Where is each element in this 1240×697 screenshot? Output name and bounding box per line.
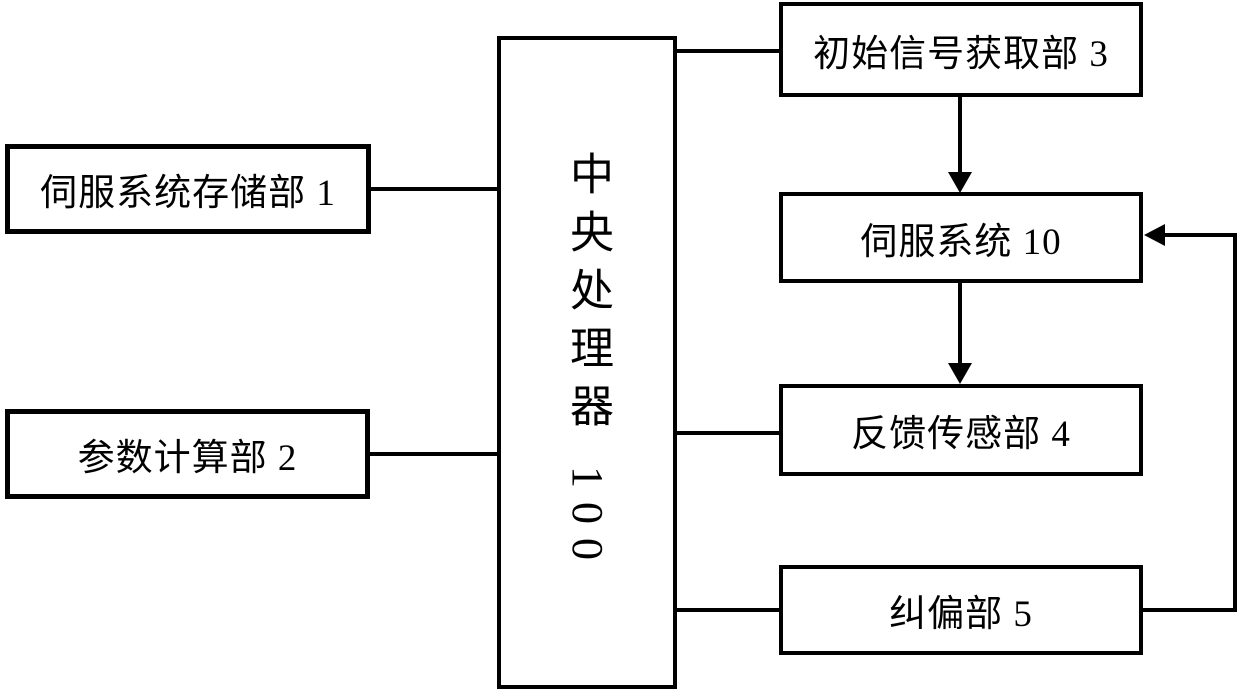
edge-cpu-to-initial	[677, 49, 779, 53]
edge-servo-to-feedbacksensor-shaft	[958, 283, 962, 364]
node-cpu: 中央处理器 100	[497, 36, 677, 689]
node-servo-storage: 伺服系统存储部 1	[5, 144, 371, 234]
node-initial-signal: 初始信号获取部 3	[779, 2, 1143, 97]
edge-initial-to-servo-shaft	[958, 97, 962, 174]
edge-param-to-cpu	[370, 452, 497, 456]
node-param-calc: 参数计算部 2	[5, 409, 370, 499]
node-servo-system: 伺服系统 10	[779, 192, 1143, 283]
edge-feedbacksensor-to-cpu	[677, 431, 779, 435]
edge-deviation-to-cpu	[677, 608, 779, 612]
arrowhead-left-icon	[1144, 224, 1165, 246]
arrowhead-down-icon	[948, 363, 972, 384]
node-deviation-corrector: 纠偏部 5	[779, 565, 1143, 655]
edge-storage-to-cpu	[371, 187, 497, 191]
edge-loop-vertical-segment	[1233, 233, 1237, 612]
edge-loop-bottom-segment	[1143, 608, 1237, 612]
node-feedback-sensor: 反馈传感部 4	[779, 384, 1143, 476]
arrowhead-down-icon	[948, 172, 972, 193]
edge-loop-top-segment	[1165, 233, 1237, 237]
